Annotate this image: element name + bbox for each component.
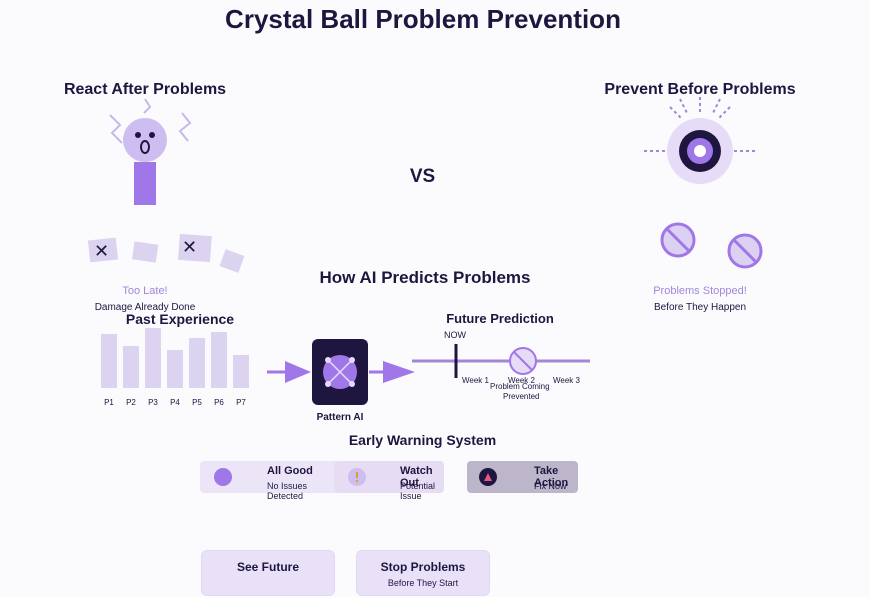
problem-coming-label: Problem Coming — [490, 382, 550, 391]
past-bar-label-p2: P2 — [126, 398, 136, 407]
warning-level-action: Take Action Fix Now — [467, 461, 578, 493]
past-experience-heading: Past Experience — [125, 311, 235, 327]
past-experience-chart: P1 P2 P3 P4 P5 P6 P7 — [101, 328, 249, 407]
now-label: NOW — [444, 330, 466, 340]
past-bar-label-p3: P3 — [148, 398, 158, 407]
blocked-problems-icon — [660, 222, 763, 269]
problems-stopped-label: Problems Stopped! — [653, 285, 747, 297]
good-status-title: All Good — [267, 465, 313, 477]
warning-level-good: All Good No Issues Detected — [200, 461, 340, 501]
early-warning-heading: Early Warning System — [348, 432, 497, 448]
crystal-eye-icon — [644, 97, 756, 184]
week-1-label: Week 1 — [462, 376, 489, 385]
week-3-label: Week 3 — [553, 376, 580, 385]
react-heading: React After Problems — [63, 81, 227, 98]
damaged-papers-icon: ✕ ✕ — [87, 233, 245, 273]
prevented-label: Prevented — [503, 392, 540, 401]
svg-text:✕: ✕ — [94, 241, 109, 261]
past-bar-label-p1: P1 — [104, 398, 114, 407]
stressed-person-icon — [109, 98, 192, 205]
past-bar-p7 — [233, 355, 249, 388]
week-2-label: Week 2 — [508, 376, 535, 385]
warning-level-watch: Watch Out Potential Issue — [334, 461, 444, 501]
arrow-head-left — [285, 361, 311, 383]
past-bar-p2 — [123, 346, 139, 388]
good-status-subtitle: No Issues Detected — [267, 481, 308, 501]
watch-status-subtitle: Potential Issue — [400, 481, 436, 501]
future-prediction-heading: Future Prediction — [446, 311, 554, 326]
past-bar-p6 — [211, 332, 227, 388]
stop-problems-button-label: Stop Problems — [380, 560, 466, 574]
prediction-heading: How AI Predicts Problems — [319, 268, 531, 287]
past-bar-label-p4: P4 — [170, 398, 180, 407]
stop-problems-button-sublabel: Before They Start — [387, 578, 459, 588]
future-timeline — [412, 344, 590, 378]
svg-text:✕: ✕ — [182, 237, 197, 257]
past-bar-label-p6: P6 — [214, 398, 224, 407]
action-status-subtitle: Fix Now — [534, 481, 567, 491]
past-bar-label-p7: P7 — [236, 398, 246, 407]
page-title: Crystal Ball Problem Prevention — [225, 4, 621, 34]
past-bar-p3 — [145, 328, 161, 388]
pattern-ai-label: Pattern AI — [316, 412, 364, 423]
prevent-heading: Prevent Before Problems — [604, 81, 796, 98]
arrow-head-right — [383, 361, 415, 383]
alarm-icon — [479, 468, 497, 486]
too-late-label: Too Late! — [122, 285, 168, 297]
warning-icon — [348, 468, 366, 486]
damage-done-label: Damage Already Done — [94, 302, 196, 313]
vs-label: VS — [409, 166, 436, 187]
see-future-button-label: See Future — [236, 560, 299, 574]
flow-arrows — [267, 361, 415, 383]
watch-status-title: Watch Out — [400, 465, 433, 489]
before-they-happen-label: Before They Happen — [653, 302, 747, 313]
past-bar-label-p5: P5 — [192, 398, 202, 407]
pattern-ai-icon — [312, 339, 368, 405]
stop-problems-button[interactable]: Stop Problems Before They Start — [356, 550, 490, 596]
good-status-icon — [214, 468, 232, 486]
see-future-button[interactable]: See Future — [201, 550, 335, 596]
past-bar-p1 — [101, 334, 117, 388]
action-status-title: Take Action — [534, 465, 569, 489]
past-bar-p4 — [167, 350, 183, 388]
past-bar-p5 — [189, 338, 205, 388]
